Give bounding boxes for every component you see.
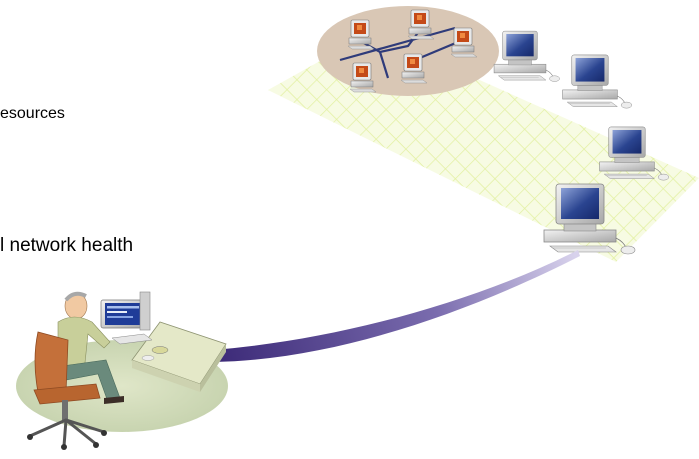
desktop-computer-icon [493, 30, 560, 82]
resources-label: esources [0, 105, 65, 122]
network-health-label: l network health [0, 235, 134, 256]
network-link [212, 250, 580, 362]
desktop-computer-icon [562, 54, 633, 109]
office-chair-icon [27, 331, 107, 450]
operator-at-desk-icon [57, 291, 227, 404]
